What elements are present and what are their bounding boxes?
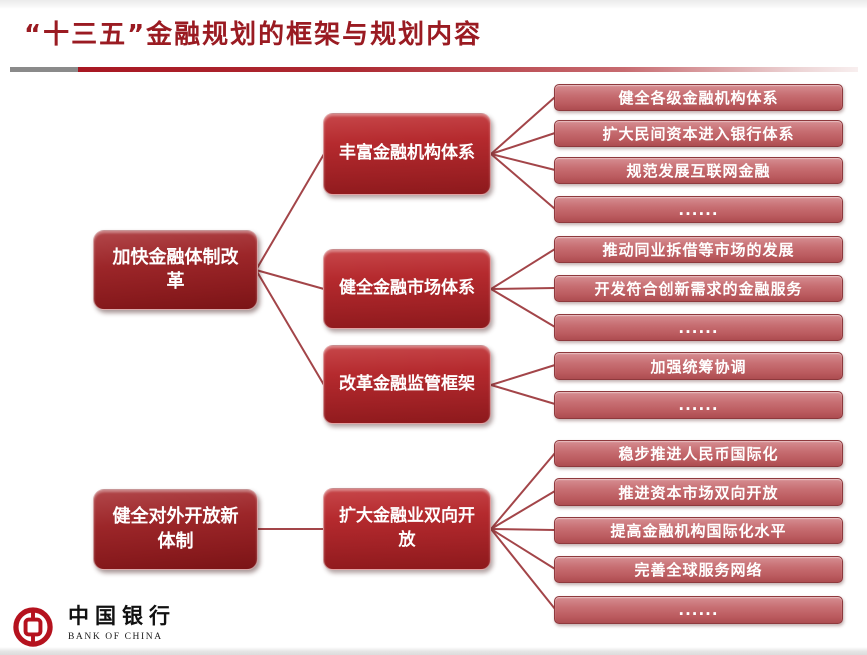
node-level2-two-way-opening: 扩大金融业双向开放 [323, 488, 491, 570]
node-level3-item: 推进资本市场双向开放 [554, 478, 843, 506]
page-title: “十三五”金融规划的框架与规划内容 [24, 20, 483, 50]
node-level3-item: 规范发展互联网金融 [554, 157, 843, 184]
slide-bottom-border [0, 647, 867, 655]
bank-of-china-emblem-icon [13, 607, 53, 647]
node-level2-market-system: 健全金融市场体系 [323, 249, 491, 329]
node-level3-item: 健全各级金融机构体系 [554, 84, 843, 111]
bank-of-china-logo: 中国银行 BANK OF CHINA [12, 603, 176, 648]
node-level1-opening-up-system: 健全对外开放新体制 [93, 489, 258, 570]
node-level3-item: ...... [554, 391, 843, 419]
node-level3-item: 扩大民间资本进入银行体系 [554, 120, 843, 147]
title-underline-red [78, 67, 858, 72]
node-level3-item: ...... [554, 196, 843, 223]
title-underline-gray [10, 67, 78, 72]
node-level3-item: 推动同业拆借等市场的发展 [554, 236, 843, 263]
node-level3-item: 稳步推进人民币国际化 [554, 440, 843, 467]
node-level1-financial-system-reform: 加快金融体制改革 [93, 230, 258, 310]
node-level3-item: 加强统筹协调 [554, 352, 843, 380]
node-level3-item: 开发符合创新需求的金融服务 [554, 275, 843, 302]
node-level3-item: 完善全球服务网络 [554, 556, 843, 583]
node-level3-item: ...... [554, 314, 843, 341]
node-level2-regulatory-framework: 改革金融监管框架 [323, 345, 491, 424]
node-level3-item: ...... [554, 596, 843, 624]
bank-name-chinese: 中国银行 [68, 604, 176, 628]
node-level3-item: 提高金融机构国际化水平 [554, 517, 843, 544]
bank-name-english: BANK OF CHINA [68, 632, 163, 643]
slide-top-border [0, 0, 867, 9]
node-level2-enrich-institutions: 丰富金融机构体系 [323, 113, 491, 195]
